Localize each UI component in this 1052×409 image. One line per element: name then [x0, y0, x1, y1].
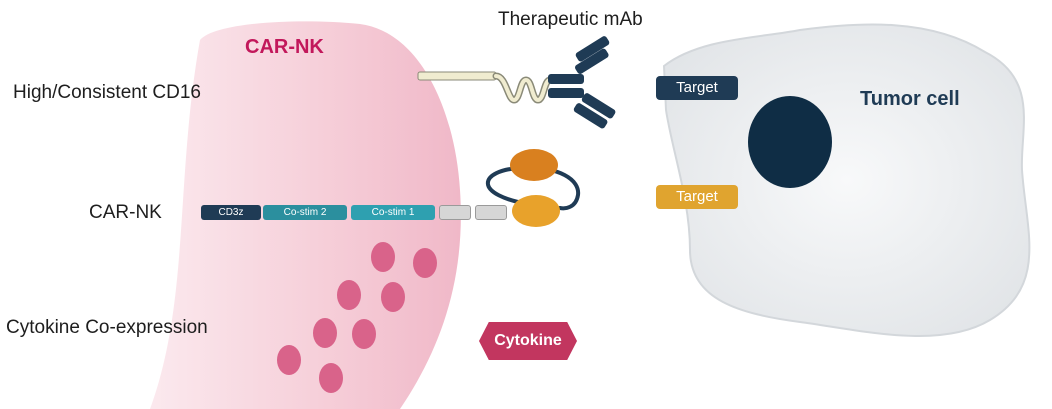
cytokine-badge: Cytokine: [479, 322, 577, 360]
scfv-domain-top: [510, 149, 558, 181]
label-car-nk: CAR-NK: [89, 202, 162, 223]
label-cytokine-coexpression: Cytokine Co-expression: [6, 317, 208, 338]
cytokine-dot: [337, 280, 361, 310]
car-segment-hinge: [475, 205, 507, 220]
antibody-icon: [548, 36, 616, 129]
scfv-domain-bottom: [512, 195, 560, 227]
target-badge-cd16: Target: [656, 76, 738, 100]
car-scfv: [485, 149, 581, 227]
car-nk-cell-title: CAR-NK: [245, 36, 324, 58]
car-segment-transmembrane: [439, 205, 471, 220]
label-cd16: High/Consistent CD16: [13, 82, 201, 103]
car-segment-cd3z: CD3z: [201, 205, 261, 220]
car-segment-co-stim-1: Co-stim 1: [351, 205, 435, 220]
car-segment-co-stim-2: Co-stim 2: [263, 205, 347, 220]
cytokine-dot: [352, 319, 376, 349]
cytokine-dot: [277, 345, 301, 375]
cytokine-dot: [319, 363, 343, 393]
label-therapeutic-mab: Therapeutic mAb: [498, 9, 643, 30]
tumor-cell-body: [662, 23, 1031, 337]
tumor-nucleus: [748, 96, 832, 188]
cytokine-dot: [413, 248, 437, 278]
cytokine-dot: [381, 282, 405, 312]
cytokine-dots: [277, 242, 437, 393]
target-badge-car: Target: [656, 185, 738, 209]
tumor-cell-title: Tumor cell: [860, 88, 960, 110]
cytokine-dot: [313, 318, 337, 348]
cytokine-dot: [371, 242, 395, 272]
cd16-receptor: [417, 71, 554, 104]
